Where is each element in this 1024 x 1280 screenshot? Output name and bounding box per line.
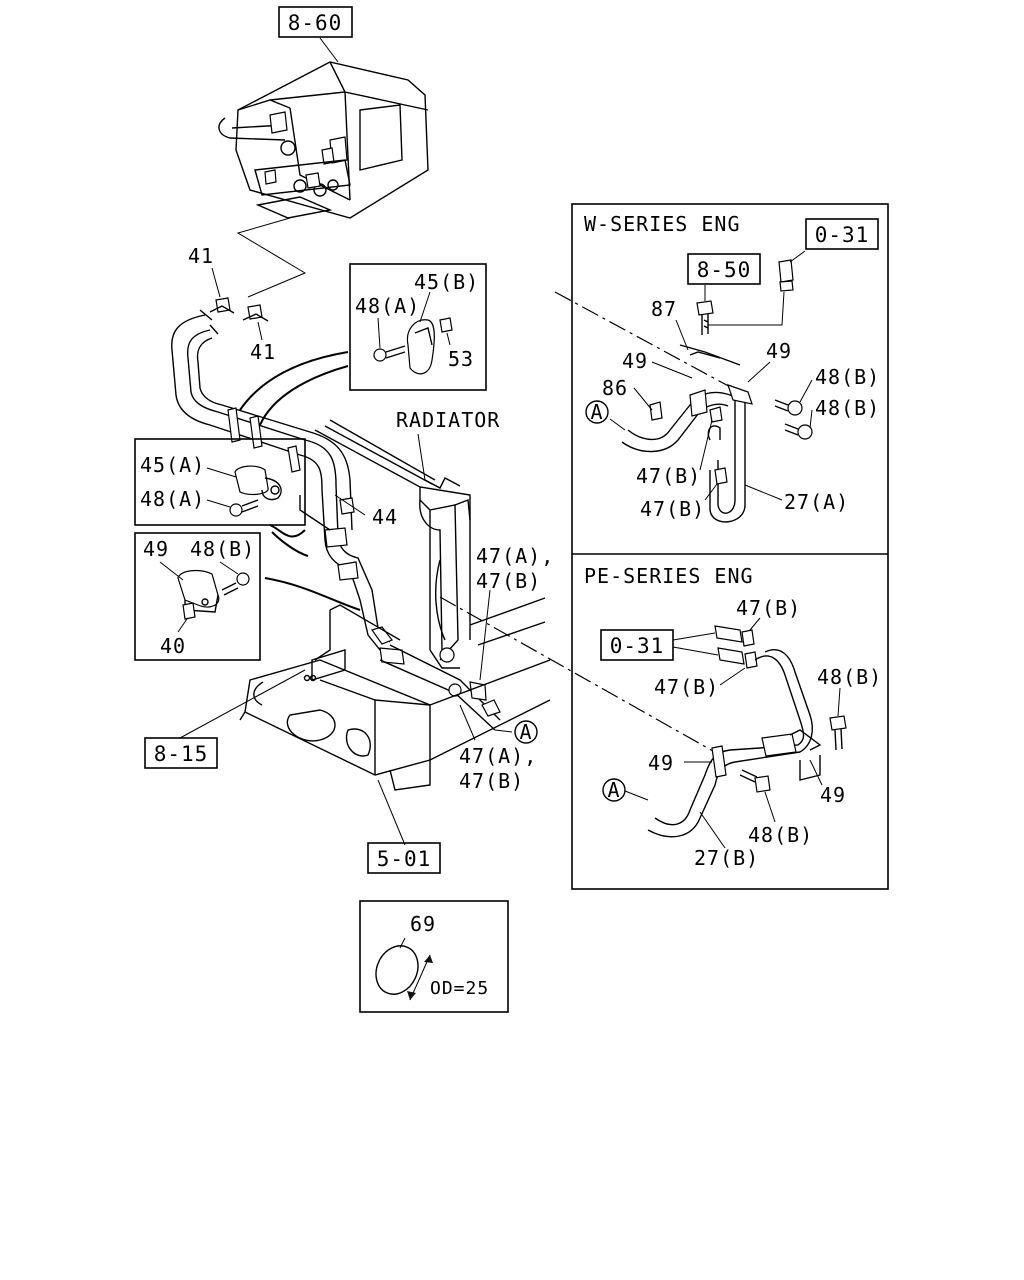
label-41-bottom: 41 (250, 340, 276, 364)
w-label-48b-1: 48(B) (815, 365, 880, 389)
w-label-27a: 27(A) (784, 490, 849, 514)
label-47ab-bottom-a: 47(A), (459, 744, 537, 768)
pe-label-27b: 27(B) (694, 846, 759, 870)
ref-box-8-50[interactable]: 8-50 (687, 253, 761, 285)
pe-label-49-a: 49 (648, 751, 674, 775)
ref-box-8-60[interactable]: 8-60 (278, 6, 353, 38)
dashdot-leader-pe (439, 596, 721, 756)
ref-5-01-text: 5-01 (377, 847, 432, 871)
w-circle-a: A (590, 400, 603, 424)
pe-label-49-b: 49 (820, 783, 846, 807)
pe-label-48b-1: 48(B) (817, 665, 882, 689)
w-label-47b-2: 47(B) (640, 497, 705, 521)
w-circle-a-ring (585, 400, 609, 424)
label-radiator: RADIATOR (396, 408, 500, 432)
heater-hoses-drawing (171, 309, 501, 731)
leader-arc-3 (269, 524, 306, 538)
w-label-48b-2: 48(B) (815, 396, 880, 420)
ref-box-8-15[interactable]: 8-15 (144, 737, 218, 769)
label-48a-left: 48(A) (140, 487, 205, 511)
leader-arc-5 (264, 577, 361, 611)
label-49-left: 49 (143, 537, 169, 561)
ref-0-31-pe-text: 0-31 (610, 634, 665, 658)
w-label-86: 86 (602, 376, 628, 400)
ref-0-31-w-text: 0-31 (815, 223, 870, 247)
label-48a-inset: 48(A) (355, 294, 420, 318)
label-48b-left: 48(B) (190, 537, 255, 561)
series-panel (571, 203, 889, 890)
ref-box-5-01[interactable]: 5-01 (367, 842, 441, 874)
leader-arc-1 (239, 351, 349, 411)
pe-series-title: PE-SERIES ENG (584, 564, 754, 588)
pe-circle-a-ring (602, 778, 626, 802)
label-45b: 45(B) (414, 270, 479, 294)
label-47ab-top-b: 47(B) (476, 569, 541, 593)
clip-41-bottom (242, 304, 269, 322)
leader-arc-4 (271, 531, 309, 557)
heater-unit-drawing (218, 61, 429, 219)
pe-label-48b-2: 48(B) (748, 823, 813, 847)
hose-path-line (236, 217, 307, 298)
ref-8-60-text: 8-60 (288, 11, 343, 35)
w-label-49-a: 49 (622, 349, 648, 373)
pe-label-47b-1: 47(B) (736, 596, 801, 620)
ref-box-0-31-w[interactable]: 0-31 (805, 218, 879, 250)
circle-a-main-ring (514, 720, 538, 744)
label-45a: 45(A) (140, 453, 205, 477)
w-series-title: W-SERIES ENG (584, 212, 741, 236)
label-od25: OD=25 (430, 978, 489, 999)
ref-box-0-31-pe[interactable]: 0-31 (600, 629, 674, 661)
label-40: 40 (160, 634, 186, 658)
radiator-frame-drawing (239, 419, 551, 791)
inset-45a: 45(A) 48(A) (134, 438, 306, 526)
ref-8-50-text: 8-50 (697, 258, 752, 282)
label-41-top: 41 (188, 244, 214, 268)
label-69: 69 (410, 912, 436, 936)
label-47ab-bottom-b: 47(B) (459, 769, 524, 793)
clip-41-top (209, 297, 235, 314)
inset-49-48b-40: 49 48(B) 40 (134, 532, 261, 661)
label-47ab-top-a: 47(A), (476, 544, 554, 568)
inset-45b: 45(B) 48(A) 53 (349, 263, 487, 391)
pe-circle-a: A (607, 778, 620, 802)
label-53: 53 (448, 347, 474, 371)
inset-69: 69 OD=25 (359, 900, 509, 1013)
dashdot-leader-w (554, 291, 746, 396)
w-label-87: 87 (651, 297, 677, 321)
w-series-section: W-SERIES ENG 0-31 8-50 (584, 212, 880, 523)
ref-8-15-text: 8-15 (154, 742, 209, 766)
label-44: 44 (372, 505, 398, 529)
pe-series-section: PE-SERIES ENG 0-31 47(B) 47(B) 48(B) 49 … (584, 564, 882, 870)
pe-label-47b-2: 47(B) (654, 675, 719, 699)
w-label-47b-1: 47(B) (636, 464, 701, 488)
circle-a-main: A (519, 720, 532, 744)
leader-arc-2 (259, 365, 349, 426)
w-label-49-b: 49 (766, 339, 792, 363)
